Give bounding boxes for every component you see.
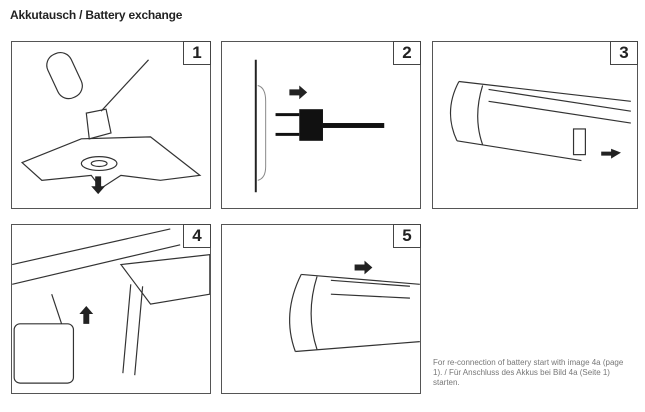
- step-4-illustration: 4: [11, 224, 211, 394]
- step-number: 4: [183, 224, 211, 248]
- remove-battery-drawing: [20, 51, 202, 195]
- close-cover-drawing: [289, 260, 420, 353]
- reconnection-note: For re-connection of battery start with …: [433, 358, 624, 387]
- step-number: 1: [183, 41, 211, 65]
- step-2-illustration: 2: [221, 41, 421, 209]
- step-number: 2: [393, 41, 421, 65]
- unplug-charger-drawing: [254, 59, 385, 193]
- step-number: 5: [393, 224, 421, 248]
- page-title: Akkutausch / Battery exchange: [10, 8, 183, 22]
- battery-compartment-drawing: [449, 80, 631, 162]
- insert-battery-drawing: [12, 228, 210, 384]
- step-3-illustration: 3: [432, 41, 638, 209]
- step-5-illustration: 5: [221, 224, 421, 394]
- step-number: 3: [610, 41, 638, 65]
- step-1-illustration: 1: [11, 41, 211, 209]
